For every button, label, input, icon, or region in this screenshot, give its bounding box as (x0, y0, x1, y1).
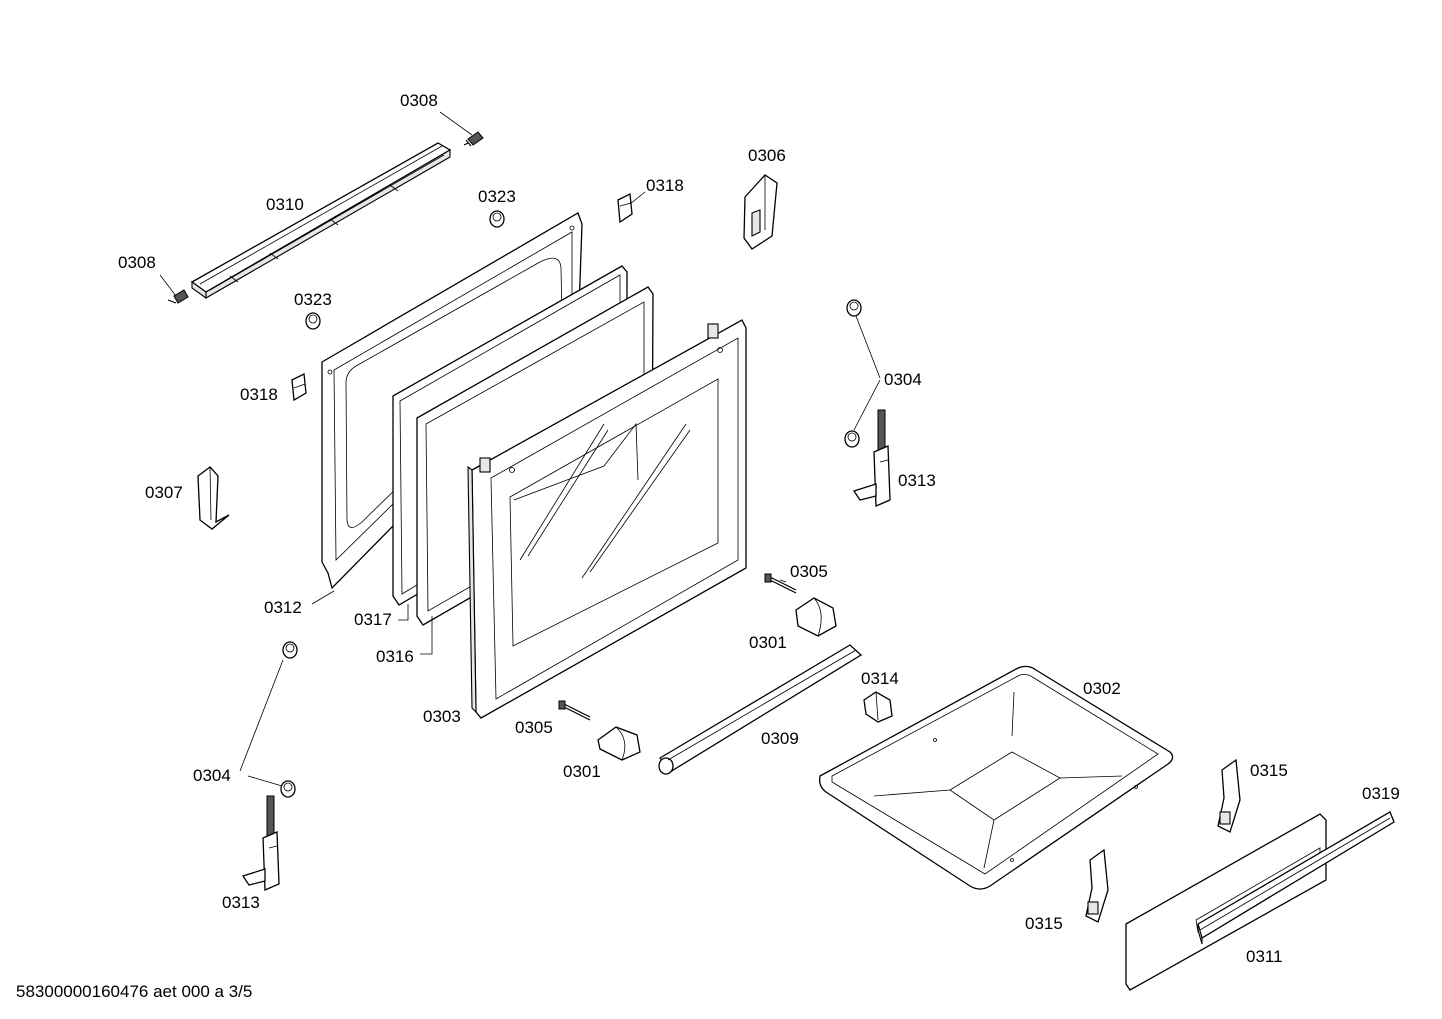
part-0315-bracket-b (1085, 848, 1109, 923)
label-0319: 0319 (1362, 784, 1400, 803)
label-0313-left: 0313 (222, 893, 260, 912)
part-0307-bracket (197, 466, 230, 530)
label-0308-left: 0308 (118, 253, 156, 272)
part-0301-cap-left (597, 726, 641, 761)
part-0313-hinge-left (241, 795, 280, 891)
label-0303: 0303 (423, 707, 461, 726)
label-0301-left: 0301 (563, 762, 601, 781)
part-0304-bumper-left (280, 641, 298, 798)
label-0315-b: 0315 (1025, 914, 1063, 933)
part-0323-bumper-a (489, 210, 505, 228)
label-0323-b: 0323 (294, 290, 332, 309)
label-0314: 0314 (861, 669, 899, 688)
label-0315-a: 0315 (1250, 761, 1288, 780)
label-0313-right: 0313 (898, 471, 936, 490)
part-0315-bracket-a (1217, 758, 1241, 833)
label-0305-left: 0305 (515, 718, 553, 737)
part-0309-handle-bar (658, 644, 863, 775)
part-0310-top-trim (190, 142, 452, 300)
part-0303-outer-door (467, 319, 747, 719)
label-0316: 0316 (376, 647, 414, 666)
part-0305-screw-left (558, 700, 591, 721)
label-0305-right: 0305 (790, 562, 828, 581)
label-0310: 0310 (266, 195, 304, 214)
label-0309: 0309 (761, 729, 799, 748)
label-0317: 0317 (354, 610, 392, 629)
label-0318-a: 0318 (646, 176, 684, 195)
part-0308-screw-top (463, 131, 484, 147)
label-0304-right: 0304 (884, 370, 922, 389)
part-0306-bracket (743, 174, 778, 250)
label-0302: 0302 (1083, 679, 1121, 698)
part-0301-cap-right (795, 597, 837, 637)
label-0312: 0312 (264, 598, 302, 617)
label-0311: 0311 (1246, 947, 1283, 966)
part-0323-bumper-b (305, 312, 321, 330)
label-0306: 0306 (748, 146, 786, 165)
label-0304-left: 0304 (193, 766, 231, 785)
part-labels: 0308 0308 0310 0323 0323 0318 0318 0306 … (118, 91, 1400, 966)
part-0304-bumper-right (844, 299, 862, 448)
part-0318-clip-b (291, 372, 307, 402)
part-0314-clip (863, 691, 893, 723)
part-0308-screw-left (167, 289, 189, 304)
document-id-footer: 58300000160476 aet 000 a 3/5 (16, 982, 252, 1001)
label-0318-b: 0318 (240, 385, 278, 404)
part-0319-handle-strip (1197, 811, 1395, 945)
label-0323-a: 0323 (478, 187, 516, 206)
label-0307: 0307 (145, 483, 183, 502)
part-0311-drawer-front (1125, 813, 1327, 991)
part-0313-hinge-right (852, 409, 891, 507)
label-0301-right: 0301 (749, 633, 787, 652)
part-0318-clip-a (617, 192, 633, 224)
part-0302-drawer-tray (818, 665, 1174, 890)
label-0308-top: 0308 (400, 91, 438, 110)
part-0305-screw-right (764, 573, 797, 594)
leader-lines (159, 111, 881, 787)
